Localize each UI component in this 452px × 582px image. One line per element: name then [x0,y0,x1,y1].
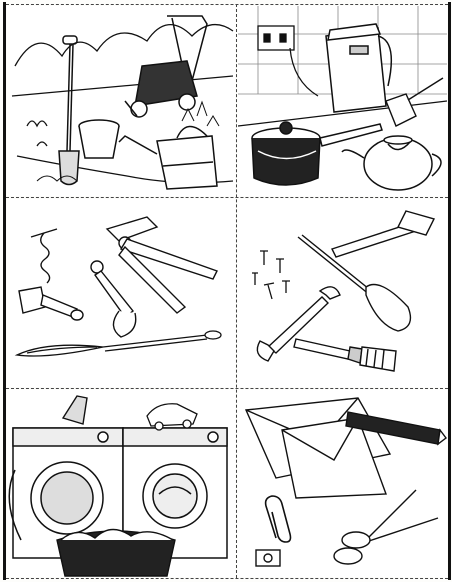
pencil-sharpener-icon [255,549,281,567]
right-border-line [448,2,451,580]
kitchen-utensils-panel [7,199,235,387]
paper-clip-icon [264,495,292,543]
flower-pot-icon [78,119,120,159]
wall-socket-icon [257,25,295,51]
workshop-tools-panel [238,199,447,387]
saucepan-icon [251,121,383,186]
spanner-icon [256,286,341,362]
hammer-icon [331,210,436,258]
stationery-panel [238,390,447,577]
watering-can-icon [118,125,218,190]
spade-icon [58,35,80,186]
pencil-icon [345,411,447,446]
workshop-tools-scene [252,210,436,372]
iron-icon [61,395,88,425]
whisk-icon [14,330,222,357]
screwdriver-icon [297,234,412,332]
lawnmower-icon [124,15,208,118]
bottom-divider [6,578,448,579]
left-border-line [3,2,6,580]
kitchen-scene [238,6,447,191]
garden-panel [7,6,235,196]
stationery-scene [244,397,447,567]
top-divider [6,4,448,5]
teapot-icon [341,135,442,191]
laundry-scene [8,395,228,577]
garden-scene [11,15,234,190]
paintbrush-icon [293,338,397,372]
laundry-basket-icon [56,528,176,577]
corkscrew-icon [30,228,58,284]
nutcracker-icon [118,238,218,314]
kitchen-panel [238,6,447,196]
bushes-outline [14,24,234,67]
fish-slice-icon [385,77,444,127]
row-divider-1 [6,197,448,198]
laundry-panel [7,390,235,577]
envelope-icon [244,397,392,499]
scissors-icon [333,489,439,565]
kettle-icon [325,23,393,113]
column-divider [236,4,237,578]
toy-car-icon [146,403,198,431]
nails-icon [252,250,290,300]
bottle-opener-icon [90,260,137,338]
row-divider-2 [6,388,448,389]
meat-tenderizer-icon [18,286,84,321]
kitchen-utensils-scene [14,216,222,357]
